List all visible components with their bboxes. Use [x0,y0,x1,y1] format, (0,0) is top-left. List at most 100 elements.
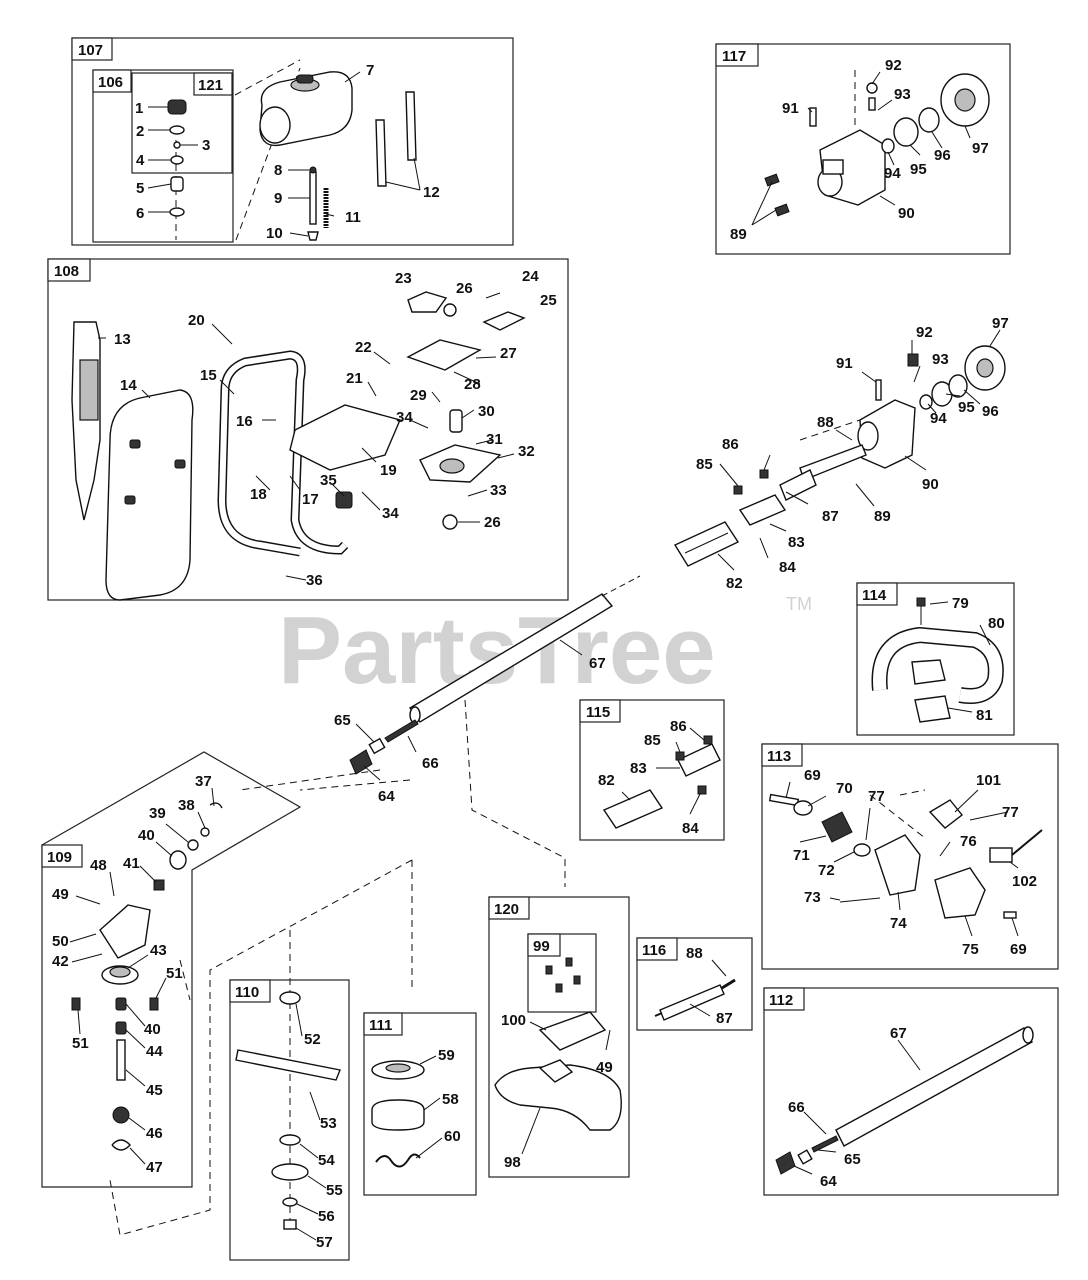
part-label-18: 18 [250,486,267,503]
group-label-112: 112 [769,992,793,1009]
part-label-88-shaft: 88 [686,945,703,962]
group-box-112 [763,987,1059,1196]
group-label-114: 114 [862,587,887,604]
part-label-40-top: 40 [138,827,155,844]
group-tab-99[interactable] [527,933,561,957]
group-box-116 [636,937,753,1031]
group-tab-114[interactable] [856,582,898,606]
group-tab-111[interactable] [363,1012,403,1036]
part-label-19: 19 [380,462,397,479]
part-label-49-right: 49 [596,1059,613,1076]
part-label-53: 53 [320,1115,337,1132]
group-box-106 [92,69,234,243]
part-label-3: 3 [202,137,210,154]
trimmer-head-111 [371,1060,425,1168]
part-label-90-housing: 90 [898,205,915,222]
group-tab-116[interactable] [636,937,678,961]
part-label-28: 28 [464,376,481,393]
part-label-26-bottom: 26 [484,514,501,531]
part-label-84-clamp: 84 [682,820,699,837]
clutch-housing-117 [764,73,990,217]
part-label-21: 21 [346,370,363,387]
part-label-95-main: 95 [958,399,975,416]
group-label-108: 108 [54,263,79,280]
part-label-45: 45 [146,1082,163,1099]
group-box-108 [47,258,569,601]
group-tab-113[interactable] [761,743,803,767]
group-tab-115[interactable] [579,699,621,723]
part-label-77-right: 77 [1002,804,1019,821]
group-tab-110[interactable] [229,979,271,1003]
clutch-assembly [673,345,1006,567]
part-label-69-top: 69 [804,767,821,784]
part-label-74: 74 [890,915,907,932]
part-label-36: 36 [306,572,323,589]
part-label-15: 15 [200,367,217,384]
part-label-46: 46 [146,1125,163,1142]
part-label-88-main: 88 [817,414,834,431]
part-label-100: 100 [501,1012,526,1029]
part-label-22: 22 [355,339,372,356]
group-label-109: 109 [47,849,72,866]
part-label-49-left: 49 [52,886,69,903]
group-tab-106[interactable] [92,69,132,93]
part-label-42: 42 [52,953,69,970]
part-label-92-main: 92 [916,324,933,341]
group-box-109 [41,751,302,1188]
part-label-93-housing: 93 [894,86,911,103]
part-label-64-tube: 64 [820,1173,837,1190]
group-tab-120[interactable] [488,896,530,920]
part-label-56: 56 [318,1208,335,1225]
group-label-121: 121 [198,77,223,94]
part-label-34-top: 34 [396,409,413,426]
part-label-55: 55 [326,1182,343,1199]
group-tab-108[interactable] [47,258,91,282]
part-label-26-top: 26 [456,280,473,297]
part-label-66-main: 66 [422,755,439,772]
part-label-82-main: 82 [726,575,743,592]
part-label-94-housing: 94 [884,165,901,182]
part-label-33: 33 [490,482,507,499]
part-label-11: 11 [345,209,361,226]
part-label-29: 29 [410,387,427,404]
part-label-65-tube: 65 [844,1151,861,1168]
group-tab-117[interactable] [715,43,759,67]
part-label-40-bottom: 40 [144,1021,161,1038]
part-label-10: 10 [266,225,283,242]
part-label-76: 76 [960,833,977,850]
group-label-107: 107 [78,42,103,59]
part-label-54: 54 [318,1152,335,1169]
part-label-50: 50 [52,933,69,950]
part-label-7: 7 [366,62,374,79]
group-tab-112[interactable] [763,987,805,1011]
part-label-24: 24 [522,268,539,285]
guard-120 [494,957,622,1131]
watermark: PartsTree [278,597,716,704]
group-label-116: 116 [642,942,666,959]
part-label-98: 98 [504,1154,521,1171]
part-label-75: 75 [962,941,979,958]
group-box-113 [761,743,1059,970]
part-label-34-bottom: 34 [382,505,399,522]
part-label-64-main: 64 [378,788,395,805]
part-label-65-main: 65 [334,712,351,729]
part-label-83-clamp: 83 [630,760,647,777]
group-tab-107[interactable] [71,37,113,61]
part-label-59: 59 [438,1047,455,1064]
part-label-93-main: 93 [932,351,949,368]
part-label-38: 38 [178,797,195,814]
part-label-82-clamp: 82 [598,772,615,789]
part-label-13: 13 [114,331,131,348]
part-label-41: 41 [123,855,140,872]
part-label-97-housing: 97 [972,140,989,157]
group-label-106: 106 [98,74,123,91]
part-label-89-main: 89 [874,508,891,525]
group-label-117: 117 [722,48,746,65]
drive-shaft-tube [349,575,641,775]
group-tab-121[interactable] [193,72,233,96]
part-label-25: 25 [540,292,557,309]
group-label-115: 115 [586,704,610,721]
part-label-35: 35 [320,472,337,489]
group-tab-109[interactable] [41,844,83,868]
